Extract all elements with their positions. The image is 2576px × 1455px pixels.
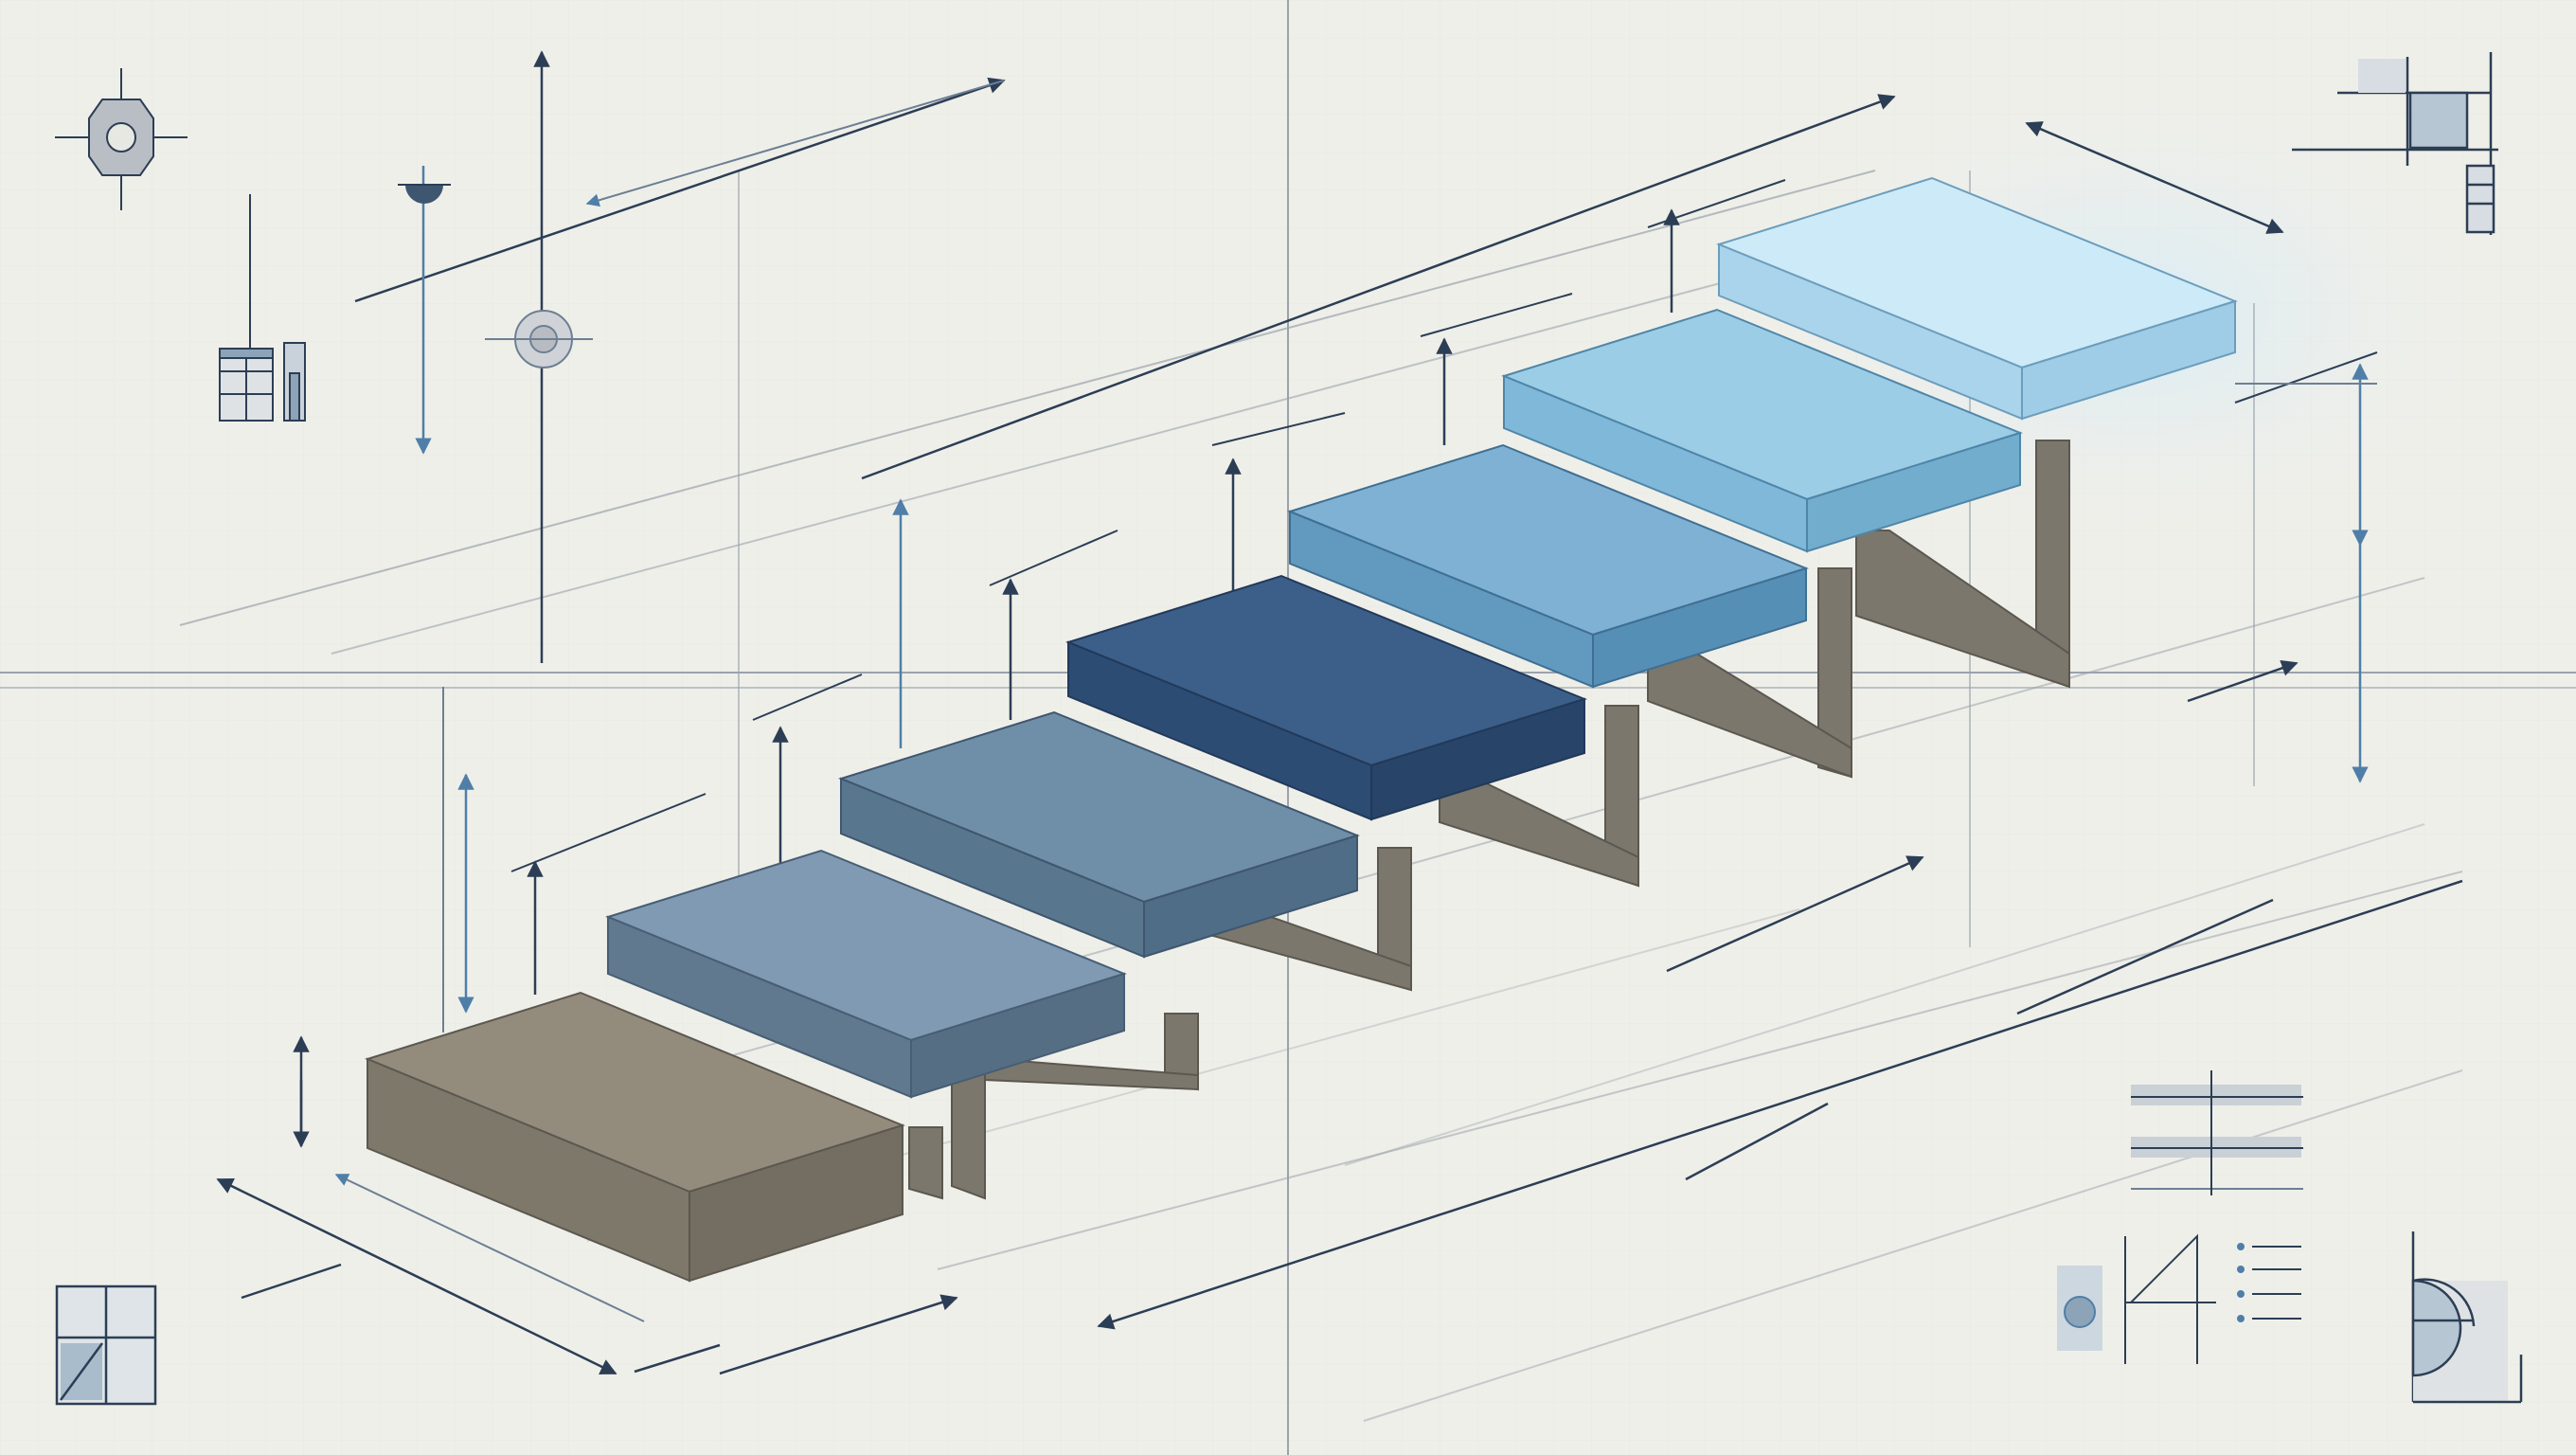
corner-frame-icon (2292, 52, 2498, 235)
target-circle-icon (485, 310, 593, 368)
crosshair-target-icon (55, 68, 188, 210)
table-grid-icon (219, 194, 306, 422)
bar-legend-icon (2131, 1070, 2303, 1195)
tick-marks (510, 179, 2378, 872)
step-5 (1287, 443, 1809, 689)
step-3 (838, 710, 1360, 959)
half-circle-icon (2411, 1231, 2523, 1404)
step-4 (1065, 574, 1587, 821)
step-1 (365, 991, 905, 1283)
pin-marker-icon (398, 184, 451, 204)
window-grid-icon (55, 1284, 157, 1406)
step-6 (1501, 308, 2023, 553)
bullet-list-icon (2057, 1233, 2301, 1364)
step-supports (908, 440, 2070, 1200)
dimension-lines (216, 77, 2463, 1375)
step-2 (605, 849, 1127, 1099)
step-7 (1716, 176, 2238, 421)
